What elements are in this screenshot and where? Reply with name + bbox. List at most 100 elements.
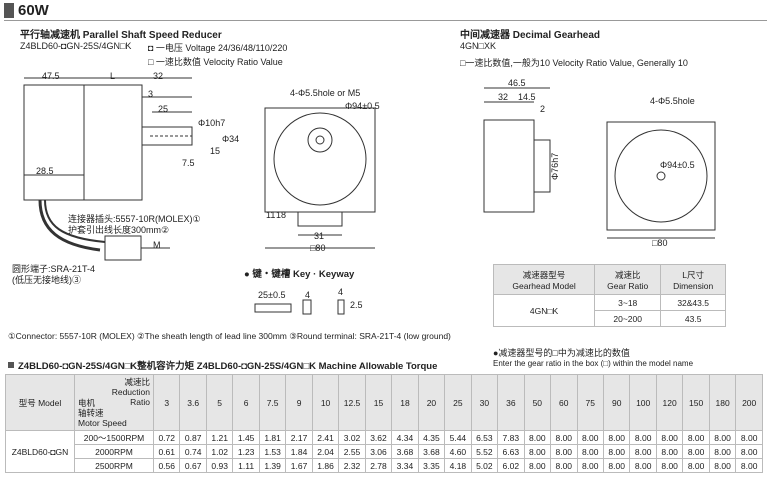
gear-note-1: ●减速器型号的□中为减速比的数值 [493, 348, 630, 358]
gh-r1-dim: 43.5 [660, 310, 726, 327]
torque-value: 8.00 [576, 458, 604, 473]
model-header: 型号 Model [5, 374, 75, 431]
right-desc: □一速比数值,一般为10 Velocity Ratio Value, Gener… [460, 58, 688, 68]
torque-value: 2.78 [364, 458, 393, 473]
torque-value: 5.44 [444, 430, 472, 445]
gh-h1: Gearhead Model [512, 280, 576, 291]
torque-value: 3.62 [364, 430, 393, 445]
dim-25: 25 [158, 104, 169, 114]
right-model: 4GN□XK [460, 41, 496, 51]
decimal-side-body [483, 119, 535, 213]
torque-value: 3.34 [391, 458, 419, 473]
ratio-header: 150 [682, 374, 710, 431]
torque-value: 3.35 [417, 458, 446, 473]
ratio-header: 10 [311, 374, 340, 431]
torque-value: 2.17 [285, 430, 313, 445]
torque-value: 8.00 [523, 444, 552, 459]
torque-value: 8.00 [523, 430, 552, 445]
left-voltage: ◘ 一电压 Voltage 24/36/48/110/220 [148, 43, 288, 53]
key-title: ● 键・键槽 Key · Keyway [244, 269, 355, 280]
header-rule [4, 20, 767, 21]
dim-15: 15 [210, 146, 221, 156]
corner-top2: Reduction [111, 387, 150, 397]
ratio-header: 120 [655, 374, 684, 431]
terminal-label-2: (低压无接地线)③ [12, 275, 81, 285]
ratio-header: 75 [576, 374, 604, 431]
torque-table: 型号 Model 减速比 Reduction Ratio 电机 轴转速 Moto… [5, 374, 763, 473]
torque-value: 8.00 [629, 444, 657, 459]
front-phi94: Φ94±0.5 [345, 101, 380, 111]
torque-value: 1.11 [232, 458, 260, 473]
torque-value: 8.00 [602, 444, 631, 459]
ratio-header: 7.5 [258, 374, 287, 431]
key-d25: 25±0.5 [258, 290, 286, 300]
ratio-header: 6 [232, 374, 260, 431]
corner-bot2: 轴转速 [78, 408, 104, 418]
torque-value: 8.00 [576, 430, 604, 445]
left-ratio: □ 一速比数值 Velocity Ratio Value [148, 57, 283, 67]
torque-value: 8.00 [550, 458, 578, 473]
gh-h0: 减速器型号 [522, 269, 566, 280]
front-sq80: □80 [310, 243, 326, 253]
connector-plug [104, 235, 142, 261]
torque-value: 8.00 [708, 444, 737, 459]
right-sq80: □80 [652, 238, 668, 248]
gh-r0-dim: 32&43.5 [660, 294, 726, 311]
torque-value: 7.83 [497, 430, 525, 445]
right-d46-5: 46.5 [508, 78, 526, 88]
torque-value: 1.45 [232, 430, 260, 445]
torque-value: 8.00 [629, 430, 657, 445]
ratio-header: 200 [735, 374, 763, 431]
torque-value: 8.00 [655, 430, 684, 445]
torque-value: 1.39 [258, 458, 287, 473]
front-hole-label: 4-Φ5.5hole or M5 [290, 88, 361, 98]
footnotes: ①Connector: 5557-10R (MOLEX) ②The sheath… [8, 331, 451, 341]
torque-value: 8.00 [735, 444, 763, 459]
gh-model: 4GN□K [492, 294, 596, 327]
corner-top3: Ratio [130, 397, 150, 407]
torque-value: 3.68 [417, 444, 446, 459]
ratio-header: 20 [417, 374, 446, 431]
left-model: Z4BLD60-◘GN-25S/4GN□K [20, 41, 132, 51]
torque-value: 8.00 [602, 458, 631, 473]
page-title: 60W [18, 2, 49, 19]
torque-value: 4.18 [444, 458, 472, 473]
torque-value: 5.52 [470, 444, 499, 459]
ratio-header: 25 [444, 374, 472, 431]
torque-title: Z4BLD60-◘GN-25S/4GN□K整机容许力矩 Z4BLD60-◘GN-… [18, 361, 438, 372]
ratio-header: 15 [364, 374, 393, 431]
ratio-header: 36 [497, 374, 525, 431]
torque-value: 2.04 [311, 444, 340, 459]
torque-value: 8.00 [629, 458, 657, 473]
torque-value: 1.53 [258, 444, 287, 459]
corner-top: 减速比 [124, 377, 150, 387]
torque-value: 2.41 [311, 430, 340, 445]
torque-value: 0.72 [152, 430, 181, 445]
torque-value: 8.00 [682, 444, 710, 459]
torque-value: 8.00 [655, 444, 684, 459]
torque-value: 5.02 [470, 458, 499, 473]
ratio-header: 180 [708, 374, 737, 431]
key-d4b: 4 [338, 287, 344, 297]
gh-h5: Dimension [673, 280, 714, 291]
torque-value: 1.21 [205, 430, 234, 445]
dim-M: M [153, 240, 161, 250]
right-d14-5: 14.5 [518, 92, 536, 102]
dim-phi34: Φ34 [222, 134, 240, 144]
right-d32: 32 [498, 92, 509, 102]
ratio-header: 60 [550, 374, 578, 431]
key-drawing [254, 303, 292, 313]
gh-r0-ratio: 3~18 [594, 294, 662, 311]
lead-wire [38, 199, 101, 252]
connector-label: 连接器插头:5557-10R(MOLEX)① [68, 214, 201, 224]
torque-value: 8.00 [655, 458, 684, 473]
torque-value: 0.87 [179, 430, 207, 445]
gh-h3: Gear Ratio [607, 280, 649, 291]
ratio-header: 50 [523, 374, 552, 431]
torque-value: 3.02 [338, 430, 366, 445]
dim-47-5: 47.5 [42, 71, 60, 81]
